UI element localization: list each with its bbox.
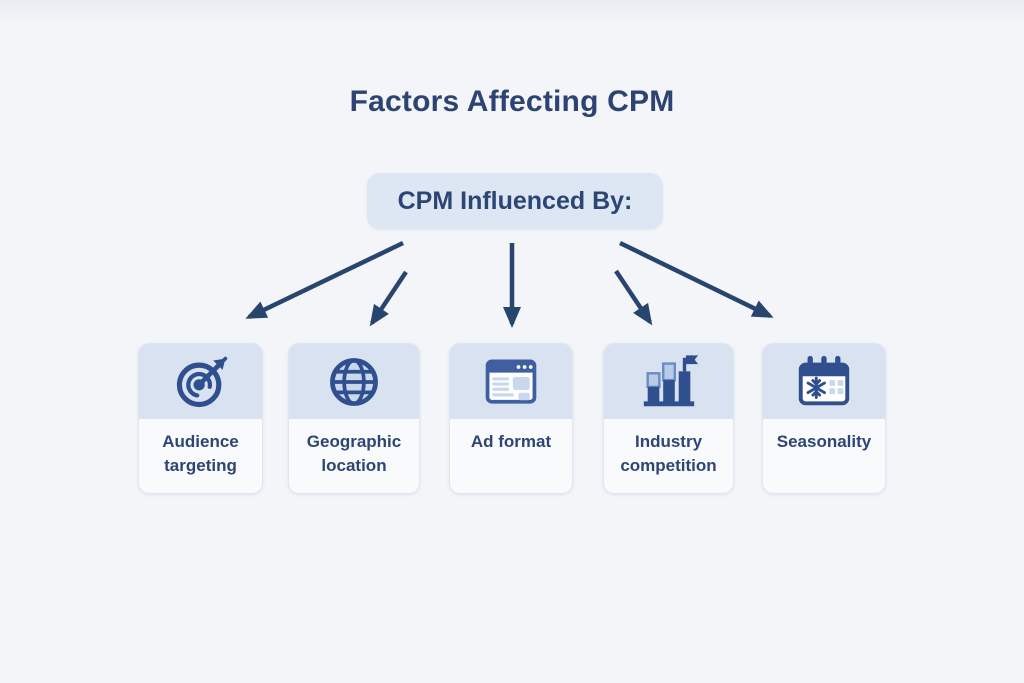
root-node: CPM Influenced By: (367, 173, 663, 229)
arrow-to-industry-competition (614, 269, 653, 326)
calendar-snowflake-icon (763, 344, 885, 419)
arrow-to-seasonality (619, 240, 774, 319)
factor-card-seasonality: Seasonality (762, 343, 886, 494)
factor-label: Audience targeting (162, 432, 239, 476)
factor-label: Ad format (470, 432, 552, 451)
factor-label: Geographic location (306, 432, 402, 476)
arrow-to-geographic-location (369, 270, 408, 327)
root-node-label: CPM Influenced By: (397, 186, 633, 215)
factor-card-audience-targeting: Audience targeting (138, 343, 263, 494)
arrow-to-audience-targeting (245, 240, 404, 320)
browser-window-icon (450, 344, 572, 419)
globe-icon (289, 344, 419, 419)
factor-label: Seasonality (776, 432, 872, 451)
factor-card-industry-competition: Industry competition (603, 343, 734, 494)
factor-card-ad-format: Ad format (449, 343, 573, 494)
factor-card-geographic-location: Geographic location (288, 343, 420, 494)
page-title: Factors Affecting CPM (349, 85, 675, 118)
bar-chart-flag-icon (604, 344, 733, 419)
target-icon (139, 344, 262, 419)
factor-label: Industry competition (620, 432, 717, 476)
